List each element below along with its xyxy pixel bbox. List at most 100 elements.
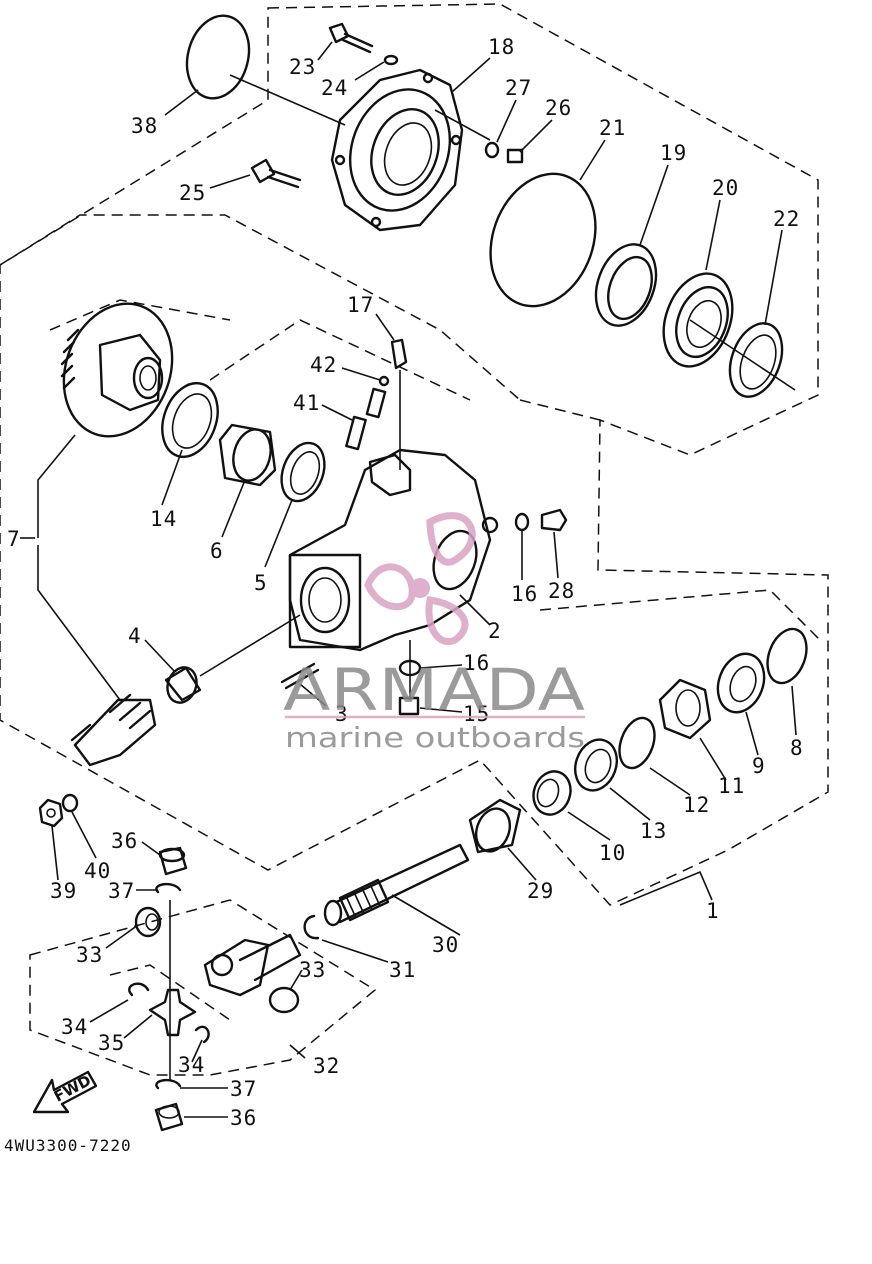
propeller-logo <box>364 512 476 646</box>
label-35: 35 <box>98 1031 125 1055</box>
part-41-pin <box>345 387 387 451</box>
watermark-brand: ARMADA <box>283 656 585 724</box>
label-29: 29 <box>527 879 554 903</box>
part-6-needle-bearing <box>218 423 277 487</box>
part-28-plug <box>540 508 568 532</box>
part-2-gear-case <box>288 448 499 652</box>
part-11-nut <box>658 678 712 740</box>
watermark-tagline: marine outboards <box>285 721 585 754</box>
label-33-right: 33 <box>299 958 326 982</box>
label-24: 24 <box>321 76 348 100</box>
label-17: 17 <box>347 293 374 317</box>
label-4: 4 <box>128 624 142 648</box>
part-code: 4WU3300-7220 <box>4 1136 132 1155</box>
label-28: 28 <box>548 579 575 603</box>
label-25: 25 <box>179 181 206 205</box>
label-37-upper: 37 <box>108 879 135 903</box>
part-33-yoke-bushing-left <box>134 906 162 938</box>
label-3: 3 <box>335 702 349 726</box>
label-12: 12 <box>683 793 710 817</box>
part-9-bearing <box>716 652 766 714</box>
label-5: 5 <box>254 571 268 595</box>
label-16-lower: 16 <box>463 651 490 675</box>
part-26-screw <box>506 148 524 164</box>
part-30-drive-shaft <box>323 843 470 927</box>
label-23: 23 <box>289 55 316 79</box>
part-16-washer-upper <box>514 512 530 532</box>
label-6: 6 <box>210 539 224 563</box>
label-34-right: 34 <box>178 1053 205 1077</box>
part-25-bolt <box>250 158 302 189</box>
label-19: 19 <box>660 141 687 165</box>
label-7: 7 <box>7 527 21 551</box>
label-39: 39 <box>50 879 77 903</box>
part-33-yoke-bushing-right <box>268 986 300 1014</box>
label-36-upper: 36 <box>111 829 138 853</box>
label-40: 40 <box>84 859 111 883</box>
label-33-left: 33 <box>76 943 103 967</box>
part-number-labels: 38 23 24 18 27 26 21 19 20 22 25 17 42 4… <box>7 35 804 1130</box>
part-21-oring <box>489 172 597 308</box>
part-40-washer <box>61 793 79 813</box>
label-42: 42 <box>310 353 337 377</box>
label-32: 32 <box>313 1054 340 1078</box>
label-15: 15 <box>463 702 490 726</box>
part-22-seal <box>728 322 784 398</box>
label-8: 8 <box>790 736 804 760</box>
part-27-washer <box>484 141 500 159</box>
armada-watermark: ARMADA marine outboards <box>283 512 585 754</box>
part-23-bolt <box>328 22 374 54</box>
part-37-clip-lower <box>155 1078 182 1090</box>
label-9: 9 <box>752 754 766 778</box>
label-27: 27 <box>505 76 532 100</box>
label-22: 22 <box>773 207 800 231</box>
part-39-nut <box>38 798 64 828</box>
part-10-collar <box>532 770 572 816</box>
forward-direction-arrow: FWD <box>32 1070 98 1114</box>
part-38-oring <box>185 14 251 100</box>
part-35-spider <box>148 988 197 1037</box>
label-38: 38 <box>131 114 158 138</box>
fwd-label: FWD <box>51 1071 94 1105</box>
leader-lines <box>20 41 797 1118</box>
label-26: 26 <box>545 96 572 120</box>
part-19-ring <box>594 243 658 327</box>
label-2: 2 <box>488 619 502 643</box>
label-37-lower: 37 <box>230 1077 257 1101</box>
part-36-bearing-cup-upper <box>158 846 188 876</box>
part-5-ring <box>280 441 326 503</box>
part-12-oring <box>618 716 656 770</box>
part-32-yoke <box>203 933 302 997</box>
part-13-seal <box>574 738 618 792</box>
part-7-ring-gear <box>60 302 174 438</box>
label-14: 14 <box>150 507 177 531</box>
label-1: 1 <box>706 899 720 923</box>
label-21: 21 <box>599 116 626 140</box>
label-10: 10 <box>599 841 626 865</box>
part-17-breather <box>390 338 408 370</box>
label-16-upper: 16 <box>511 582 538 606</box>
label-20: 20 <box>712 176 739 200</box>
part-31-circlip <box>303 914 320 940</box>
label-18: 18 <box>488 35 515 59</box>
part-3-stud <box>280 662 320 690</box>
label-36-lower: 36 <box>230 1106 257 1130</box>
label-41: 41 <box>293 391 320 415</box>
label-31: 31 <box>389 958 416 982</box>
part-15-drain-plug <box>398 696 420 716</box>
part-14-shim <box>161 382 219 458</box>
part-18-bearing-housing <box>330 68 464 232</box>
part-37-clip-upper <box>155 882 182 894</box>
part-29-bushing <box>468 798 522 854</box>
label-13: 13 <box>640 819 667 843</box>
label-34-left: 34 <box>61 1015 88 1039</box>
part-7-pinion-gear <box>70 693 157 767</box>
part-4-bushing <box>164 666 202 704</box>
label-30: 30 <box>432 933 459 957</box>
assembly-group-outlines <box>0 3 829 1076</box>
part-20-bearing <box>662 272 734 368</box>
part-34-clip-right <box>194 1025 210 1044</box>
part-8-oring <box>766 627 808 685</box>
part-42-ball <box>378 375 390 387</box>
